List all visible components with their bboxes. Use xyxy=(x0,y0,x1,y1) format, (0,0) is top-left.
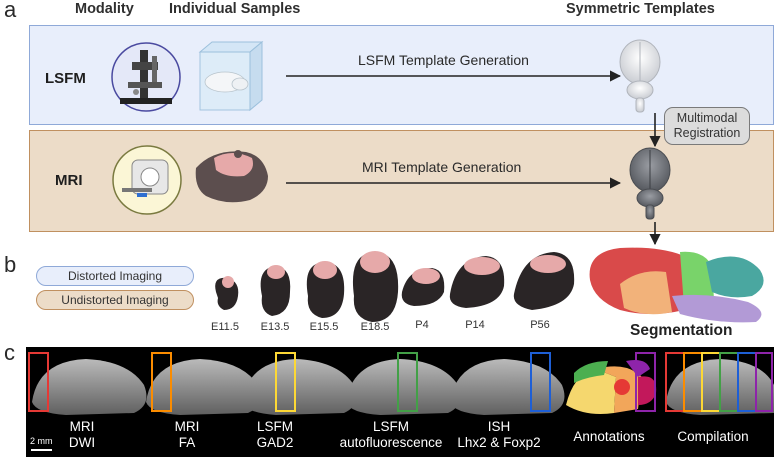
header-modality: Modality xyxy=(75,1,134,17)
caption-lsfm-autofluorescence: LSFM autofluorescence xyxy=(336,419,446,451)
pup-p14-icon xyxy=(449,256,505,308)
caption-lsfm-autofluorescence-line2: autofluorescence xyxy=(339,435,443,450)
lsfm-label: LSFM xyxy=(45,70,86,87)
mri-template-brain-icon xyxy=(629,147,671,220)
age-label-p56: P56 xyxy=(530,319,550,331)
age-label-e15-5: E15.5 xyxy=(309,321,339,333)
caption-ish-line2: Lhx2 & Foxp2 xyxy=(457,435,541,450)
registration-line-2: Registration xyxy=(673,126,741,140)
panel-letter-b: b xyxy=(4,252,17,277)
caption-annotations: Annotations xyxy=(573,429,645,444)
microscope-icon xyxy=(111,42,181,112)
caption-lsfm-gad2-line1: LSFM xyxy=(256,419,293,434)
segmentation-label: Segmentation xyxy=(630,322,733,339)
caption-lsfm-gad2-line2: GAD2 xyxy=(256,435,294,450)
caption-mri-fa: MRI FA xyxy=(162,419,212,451)
brain-sections-graphic xyxy=(28,352,774,451)
embryo-e11-5-icon xyxy=(215,276,239,310)
caption-mri-dwi-line2: DWI xyxy=(68,435,96,450)
developmental-series-icons xyxy=(215,251,575,322)
embryo-e18-5-icon xyxy=(352,251,399,322)
lsfm-template-brain-icon xyxy=(619,39,661,113)
mri-scanner-icon xyxy=(112,145,182,215)
header-symmetric-templates: Symmetric Templates xyxy=(566,1,715,17)
caption-lsfm-autofluorescence-line1: LSFM xyxy=(372,419,409,434)
legend-undistorted-imaging: Undistorted Imaging xyxy=(36,290,194,310)
pup-p4-icon xyxy=(401,268,445,306)
panel-letter-a: a xyxy=(4,0,17,22)
caption-mri-fa-line2: FA xyxy=(178,435,196,450)
caption-mri-fa-line1: MRI xyxy=(174,419,200,434)
age-label-p14: P14 xyxy=(465,319,485,331)
caption-ish-line1: ISH xyxy=(487,419,511,434)
registration-line-1: Multimodal xyxy=(676,111,738,125)
adult-p56-icon xyxy=(513,252,575,310)
age-label-e13-5: E13.5 xyxy=(260,321,290,333)
embryo-e15-5-icon xyxy=(306,261,345,318)
caption-ish: ISH Lhx2 & Foxp2 xyxy=(454,419,544,451)
caption-compilation: Compilation xyxy=(677,429,749,444)
rat-head-icon xyxy=(195,150,268,203)
caption-mri-dwi-line1: MRI xyxy=(69,419,95,434)
age-label-e18-5: E18.5 xyxy=(360,321,390,333)
mri-label: MRI xyxy=(55,172,83,189)
age-label-e11-5: E11.5 xyxy=(211,321,239,333)
annotation-colored-atlas xyxy=(566,360,657,414)
panel-letter-c: c xyxy=(4,340,15,365)
segmented-brain-icon xyxy=(589,247,764,323)
caption-lsfm-gad2: LSFM GAD2 xyxy=(248,419,302,451)
multimodal-registration-box: Multimodal Registration xyxy=(664,107,750,145)
legend-distorted-imaging: Distorted Imaging xyxy=(36,266,194,286)
mri-template-generation-label: MRI Template Generation xyxy=(362,159,522,175)
cleared-brain-cube-icon xyxy=(198,40,264,112)
workflow-diagram xyxy=(111,39,764,323)
header-individual-samples: Individual Samples xyxy=(169,1,301,17)
lsfm-template-generation-label: LSFM Template Generation xyxy=(358,52,529,68)
embryo-e13-5-icon xyxy=(260,265,291,316)
scale-bar-label: 2 mm xyxy=(30,436,53,446)
age-label-p4: P4 xyxy=(415,319,429,331)
caption-mri-dwi: MRI DWI xyxy=(52,419,112,451)
imaging-modalities-strip: MRI DWI MRI FA LSFM GAD2 LSFM autofluore… xyxy=(26,347,774,457)
